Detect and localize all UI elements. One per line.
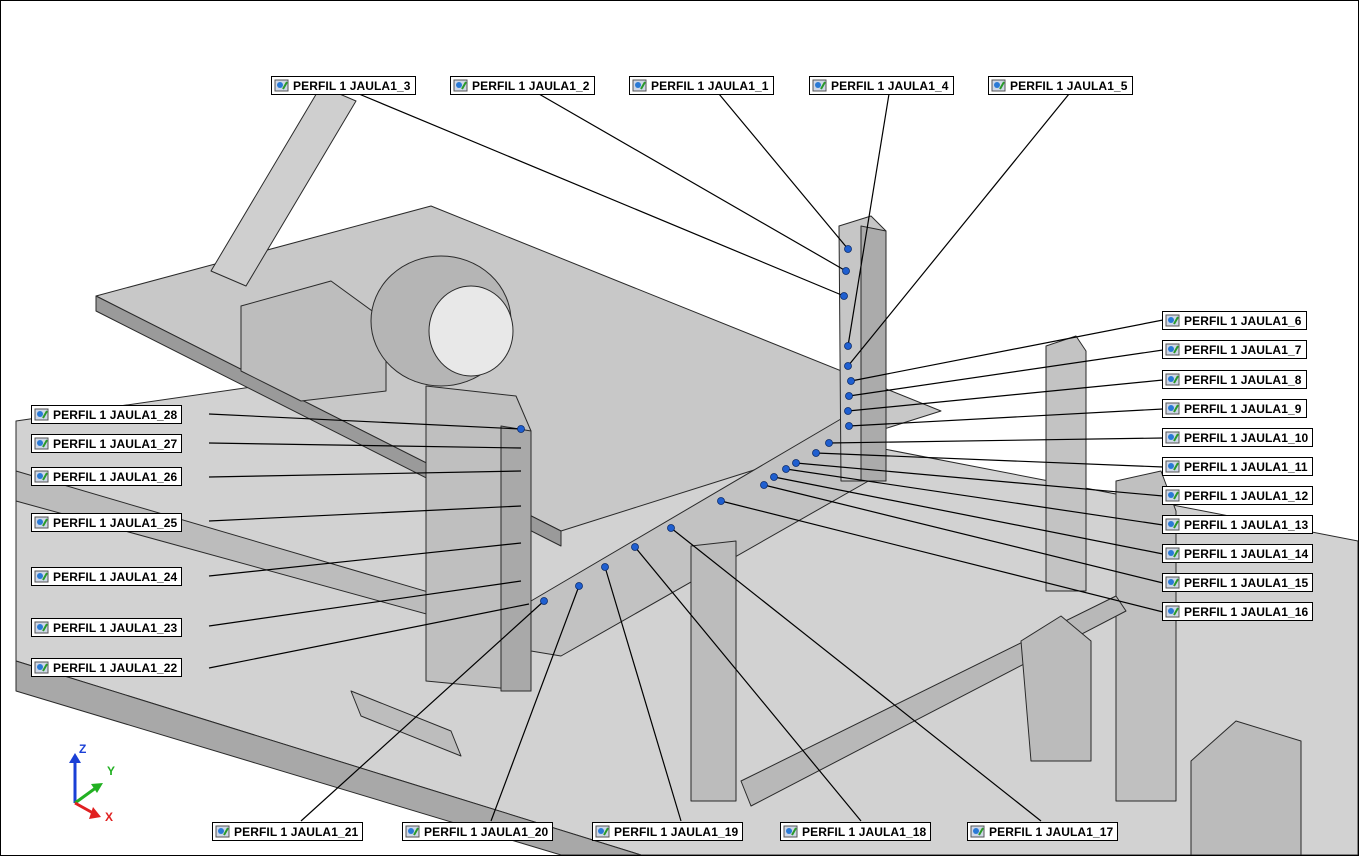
left-column-face <box>500 425 532 692</box>
measure-point-icon <box>34 621 49 634</box>
axis-triad[interactable]: Z Y X <box>61 743 131 823</box>
callout-jaula1-20[interactable]: PERFIL 1 JAULA1_20 <box>402 822 554 841</box>
callout-jaula1-24[interactable]: PERFIL 1 JAULA1_24 <box>31 567 183 586</box>
measure-point-icon <box>1165 518 1180 531</box>
measure-point-icon <box>1165 605 1180 618</box>
measure-point-icon <box>812 79 827 92</box>
measure-points <box>517 245 855 605</box>
callout-jaula1-15[interactable]: PERFIL 1 JAULA1_15 <box>1162 573 1314 592</box>
ring-inner <box>428 285 514 377</box>
leader-lines <box>208 93 1164 822</box>
measure-point-icon <box>405 825 420 838</box>
measure-point-icon <box>1165 343 1180 356</box>
measure-point-icon <box>1165 576 1180 589</box>
measure-point-icon <box>34 408 49 421</box>
tall-post-face <box>860 225 887 482</box>
measure-point-icon <box>632 79 647 92</box>
measure-point-icon <box>1165 402 1180 415</box>
callout-jaula1-18[interactable]: PERFIL 1 JAULA1_18 <box>780 822 932 841</box>
callout-jaula1-13[interactable]: PERFIL 1 JAULA1_13 <box>1162 515 1314 534</box>
lower-frame <box>690 540 737 802</box>
measure-point-icon <box>970 825 985 838</box>
measure-point-icon <box>1165 314 1180 327</box>
measure-point-icon <box>783 825 798 838</box>
callout-jaula1-16[interactable]: PERFIL 1 JAULA1_16 <box>1162 602 1314 621</box>
callout-jaula1-17[interactable]: PERFIL 1 JAULA1_17 <box>967 822 1119 841</box>
x-axis-arrow <box>74 801 94 815</box>
base-plate-edge <box>15 660 642 855</box>
cylinder-arm <box>210 85 357 287</box>
shaft <box>350 690 462 757</box>
measure-point-icon <box>34 516 49 529</box>
callout-jaula1-27[interactable]: PERFIL 1 JAULA1_27 <box>31 434 183 453</box>
fork-2 <box>1190 720 1302 855</box>
z-axis-label: Z <box>79 743 86 756</box>
callout-jaula1-3[interactable]: PERFIL 1 JAULA1_3 <box>271 76 416 95</box>
measure-point-icon <box>274 79 289 92</box>
callout-jaula1-8[interactable]: PERFIL 1 JAULA1_8 <box>1162 370 1307 389</box>
measure-point-icon <box>991 79 1006 92</box>
measure-point-icon <box>34 437 49 450</box>
measure-point-icon <box>34 570 49 583</box>
y-axis-head-icon <box>91 783 103 793</box>
callout-jaula1-7[interactable]: PERFIL 1 JAULA1_7 <box>1162 340 1307 359</box>
callout-jaula1-23[interactable]: PERFIL 1 JAULA1_23 <box>31 618 183 637</box>
y-axis-label: Y <box>107 764 115 778</box>
measure-point-icon <box>1165 373 1180 386</box>
measure-point-icon <box>453 79 468 92</box>
callout-jaula1-4[interactable]: PERFIL 1 JAULA1_4 <box>809 76 954 95</box>
callout-jaula1-11[interactable]: PERFIL 1 JAULA1_11 <box>1162 457 1313 476</box>
y-axis-arrow <box>74 785 98 805</box>
callout-jaula1-25[interactable]: PERFIL 1 JAULA1_25 <box>31 513 183 532</box>
measure-point-icon <box>215 825 230 838</box>
callout-jaula1-14[interactable]: PERFIL 1 JAULA1_14 <box>1162 544 1314 563</box>
clamp-block <box>240 280 387 402</box>
callout-jaula1-19[interactable]: PERFIL 1 JAULA1_19 <box>592 822 744 841</box>
measure-point-icon <box>1165 460 1180 473</box>
callout-jaula1-9[interactable]: PERFIL 1 JAULA1_9 <box>1162 399 1307 418</box>
measure-point-icon <box>1165 547 1180 560</box>
measure-point-icon <box>34 470 49 483</box>
measure-point-icon <box>1165 431 1180 444</box>
z-axis-head-icon <box>69 753 81 763</box>
measure-point-icon <box>595 825 610 838</box>
fork-1 <box>1020 615 1092 762</box>
callout-jaula1-28[interactable]: PERFIL 1 JAULA1_28 <box>31 405 183 424</box>
callout-jaula1-5[interactable]: PERFIL 1 JAULA1_5 <box>988 76 1133 95</box>
callout-jaula1-1[interactable]: PERFIL 1 JAULA1_1 <box>629 76 774 95</box>
callout-jaula1-10[interactable]: PERFIL 1 JAULA1_10 <box>1162 428 1314 447</box>
callout-jaula1-21[interactable]: PERFIL 1 JAULA1_21 <box>212 822 364 841</box>
measure-point-icon <box>34 661 49 674</box>
callout-jaula1-12[interactable]: PERFIL 1 JAULA1_12 <box>1162 486 1314 505</box>
callout-jaula1-26[interactable]: PERFIL 1 JAULA1_26 <box>31 467 183 486</box>
callout-jaula1-2[interactable]: PERFIL 1 JAULA1_2 <box>450 76 595 95</box>
measure-point-icon <box>1165 489 1180 502</box>
callout-jaula1-6[interactable]: PERFIL 1 JAULA1_6 <box>1162 311 1307 330</box>
x-axis-label: X <box>105 810 113 823</box>
callout-jaula1-22[interactable]: PERFIL 1 JAULA1_22 <box>31 658 183 677</box>
x-axis-head-icon <box>89 807 101 819</box>
